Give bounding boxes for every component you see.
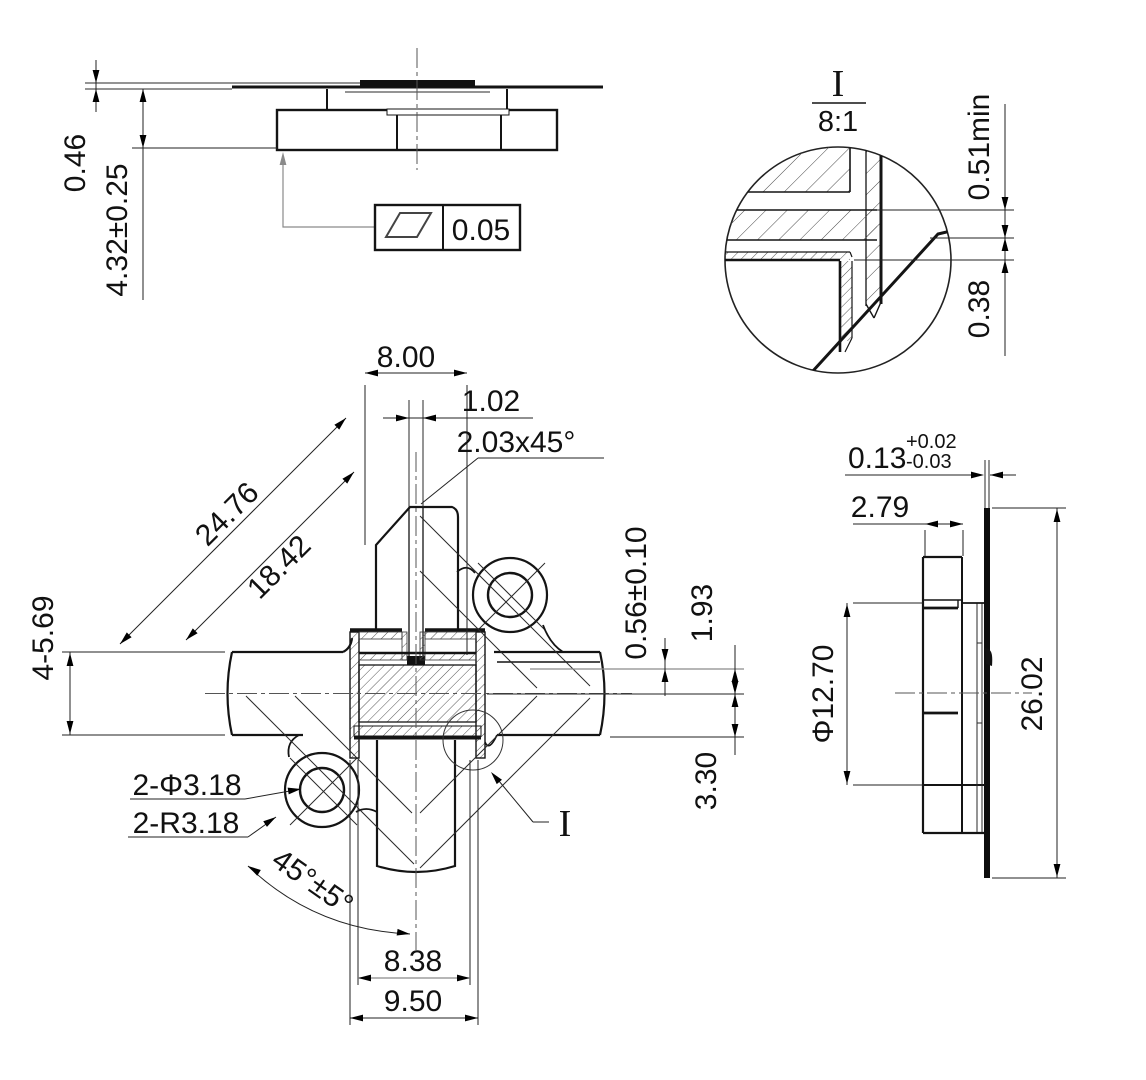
dim-lead-span-label: 4-5.69: [27, 595, 60, 680]
body-stack: [921, 555, 993, 835]
detail-scale-label: 8:1: [818, 106, 858, 138]
dim-height-label: 26.02: [1016, 656, 1049, 731]
dim-height-label: 4.32±0.25: [101, 163, 134, 296]
dim-tol-plus-label: +0.02: [906, 431, 957, 453]
dim-thickness-label: 0.13: [848, 442, 906, 475]
detail-callout-circle: [442, 709, 504, 771]
construction-lines: [245, 515, 591, 869]
mount-ear-bottom-left: [283, 734, 378, 829]
dim-cap-width-label: 2.79: [851, 491, 909, 524]
dim-tab-thickness-label: 0.56±0.10: [620, 526, 653, 659]
dim-tab-width-label: 8.00: [377, 341, 435, 374]
dim-step-height-label: 1.93: [686, 584, 719, 642]
dim-flange-width-label: 9.50: [384, 985, 442, 1018]
dim-ear-radius-label: 2-R3.18: [133, 807, 240, 840]
front-view: I 8.00 1.02 2.03x45° 24.76: [27, 341, 744, 1025]
detail-title-label: I: [832, 63, 845, 105]
detail-ref-label: I: [559, 803, 572, 845]
side-view: 0.46 4.32±0.25 0.05: [59, 48, 603, 300]
dim-diameter-label: Φ12.70: [807, 644, 840, 743]
dim-chamfer-label: 2.03x45°: [457, 426, 576, 459]
dim-wall-min-label: 0.51min: [963, 94, 996, 201]
tab-edge-mark: [985, 648, 993, 666]
dim-lead-width-label: 1.02: [462, 385, 520, 418]
dim-base-height-label: 3.30: [690, 752, 723, 810]
flatness-frame: 0.05: [279, 152, 522, 252]
flatness-icon: [384, 212, 433, 238]
right-view: 0.13 +0.02 -0.03 2.79 Φ12.70 26.02: [807, 431, 1066, 879]
lead-right: [484, 650, 606, 747]
dim-lead-offset-label: 0.46: [59, 134, 92, 192]
flatness-value-label: 0.05: [452, 214, 510, 247]
dim-tol-minus-label: -0.03: [906, 451, 952, 473]
dim-step-label: 0.38: [963, 280, 996, 338]
dim-body-width-label: 8.38: [384, 945, 442, 978]
mount-ear-top-right: [456, 556, 564, 653]
dim-holes-label: 2-Φ3.18: [133, 769, 242, 802]
